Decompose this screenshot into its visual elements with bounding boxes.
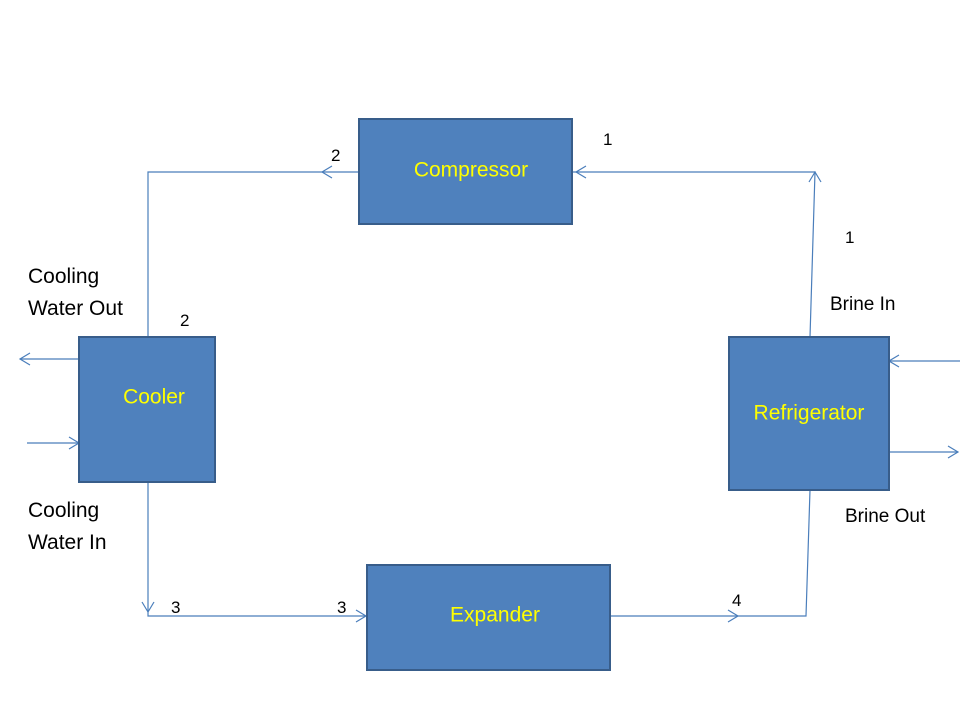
arrowhead-down [141, 601, 155, 614]
cooling-water-in-label-line1: Cooling [28, 499, 99, 522]
cooler-label: Cooler [123, 386, 185, 409]
state-label-cooler-in: 2 [180, 311, 189, 330]
arrowhead-right [727, 609, 740, 623]
compressor-label: Compressor [414, 159, 528, 182]
brine-in-label: Brine In [830, 294, 895, 315]
arrowhead-left [320, 165, 333, 179]
cooling-water-in-label-line2: Water In [28, 531, 107, 554]
arrowhead-left [574, 165, 587, 179]
cooling-water-out-label-line1: Cooling [28, 265, 99, 288]
expander-label: Expander [450, 604, 540, 627]
cooling-water-out-label-line2: Water Out [28, 297, 123, 320]
expander-block: Expander [366, 564, 611, 671]
flow-line-compressor-to-cooler [147, 171, 359, 337]
flow-line-cooler-to-expander [147, 482, 367, 617]
state-label-compressor-out: 2 [331, 146, 340, 165]
cooler-block: Cooler [78, 336, 216, 483]
state-label-refrigerator-out: 1 [845, 228, 854, 247]
flow-line-expander-to-refrigerator [610, 489, 811, 617]
state-label-expander-in: 3 [337, 598, 346, 617]
state-label-compressor-in: 1 [603, 130, 612, 149]
flow-line-refrigerator-to-compressor [572, 171, 816, 338]
arrowhead-right [947, 445, 960, 459]
refrigerator-block: Refrigerator [728, 336, 890, 491]
state-label-cooler-out: 3 [171, 598, 180, 617]
arrowhead-left [18, 352, 31, 366]
arrowhead-up [808, 170, 822, 183]
refrigerator-label: Refrigerator [754, 402, 865, 425]
compressor-block: Compressor [358, 118, 573, 225]
brine-out-label: Brine Out [845, 506, 926, 527]
state-label-expander-out: 4 [732, 591, 741, 610]
